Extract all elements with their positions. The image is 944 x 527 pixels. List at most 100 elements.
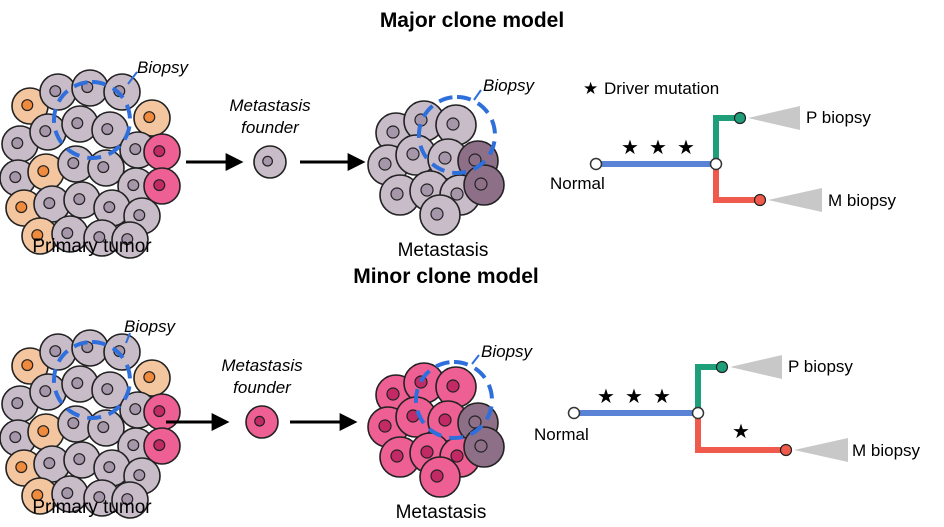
founder-cell [253,145,287,179]
tumor-cell [133,99,171,137]
p-branch-2 [695,364,722,413]
tumor-cell [143,393,181,431]
tumor-cell [39,333,77,371]
tumor-cell [63,441,101,479]
minor-clone-panel: Minor clone model Biopsy Primary tumor M… [0,265,921,523]
normal-node-2 [567,406,581,420]
metastasis-biopsy-pointer-2 [471,354,480,365]
m-branch [713,164,760,203]
tumor-cell [21,477,59,515]
tumor-cell [21,217,59,255]
tumor-cell [143,427,181,465]
tumor-cell [111,221,149,259]
m-biopsy-label-2: M biopsy [852,441,921,460]
metastasis-cell [403,100,445,142]
normal-node [589,157,603,171]
major-clone-panel: Major clone model Biopsy Primary tumor M… [0,9,897,261]
legend-driver-mutation: Driver mutation [604,79,719,98]
metastasis-cell [463,426,505,468]
metastasis-biopsy-circle [416,95,497,175]
metastasis-cell [395,134,437,176]
founder-label-line2-2: founder [233,378,292,397]
primary-tumor-label-2: Primary tumor [32,497,152,518]
p-biopsy-label-2: P biopsy [788,357,853,376]
biopsy-pointer-line [127,71,138,85]
metastasis-cell [435,104,477,146]
tumor-cell [133,359,171,397]
driver-star-icon: ★ [653,386,671,408]
phylo-tree-minor: ★★★★ Normal P biopsy M biopsy [534,355,921,462]
metastasis-biopsy-circle-2 [413,360,494,440]
biopsy-pointer-line-2 [125,332,131,344]
metastasis-founder-cell-2 [245,405,279,439]
p-biopsy-label: P biopsy [806,108,871,127]
tumor-cell [111,481,149,519]
metastasis-cell [435,366,477,408]
p-biopsy-wedge [748,106,800,130]
tumor-cell [103,73,141,111]
tumor-cell [5,449,43,487]
tumor-cell [143,167,181,205]
tumor-cell [83,479,121,517]
primary-biopsy-circle [51,80,132,160]
m-biopsy-wedge [768,188,822,212]
tumor-cell [71,69,109,107]
founder-label-line1-2: Metastasis [221,356,303,375]
metastasis-cluster-2 [367,362,505,498]
tumor-cell [83,219,121,257]
tumor-cell [29,373,67,411]
tumor-cell [117,427,155,465]
metastasis-cell [379,436,421,478]
metastasis-label-2: Metastasis [396,502,487,523]
m-leaf-node [753,193,767,207]
metastasis-cell [419,194,461,236]
primary-biopsy-label-2: Biopsy [124,317,177,336]
driver-star-icon: ★ [677,137,695,159]
founder-label-line2: founder [241,118,300,137]
driver-star-icon: ★ [649,137,667,159]
branch-node-2 [691,406,705,420]
p-branch [713,115,740,164]
tumor-cell [143,133,181,171]
p-biopsy-wedge-2 [730,355,782,379]
metastasis-cluster [367,100,505,236]
metastasis-biopsy-label-2: Biopsy [481,342,534,361]
tumor-cell [57,145,95,183]
metastasis-founder-cell [253,145,287,179]
tumor-cell [93,189,131,227]
minor-clone-title: Minor clone model [353,265,539,288]
trunk-stars: ★★★ [621,137,695,159]
primary-tumor-cluster [0,69,181,259]
phylo-tree-major: ★★★ Normal P biopsy M biopsy [550,106,897,212]
driver-star-icon: ★ [625,386,643,408]
metastasis-biopsy-pointer [473,89,482,101]
m-biopsy-label: M biopsy [828,191,897,210]
major-clone-title: Major clone model [380,9,564,32]
tumor-cell [117,167,155,205]
founder-cell [245,405,279,439]
normal-label-2: Normal [534,425,589,444]
metastasis-cell [403,362,445,404]
p-leaf-node-2 [715,360,729,374]
tumor-cell [29,113,67,151]
tumor-cell [63,181,101,219]
tumor-cell [103,333,141,371]
primary-biopsy-label: Biopsy [137,58,190,77]
m-branch-2 [695,413,786,453]
metastasis-cell [463,164,505,206]
p-leaf-node [733,111,747,125]
primary-biopsy-circle-2 [51,340,132,420]
legend-star-icon: ★ [583,79,598,98]
metastasis-cell [427,400,469,442]
m-leaf-node-2 [779,443,793,457]
branch-node [709,157,723,171]
normal-label: Normal [550,174,605,193]
tumor-cell [71,329,109,367]
founder-label-line1: Metastasis [229,96,311,115]
tumor-cell [39,73,77,111]
metastasis-label: Metastasis [398,240,489,261]
primary-tumor-cluster-2 [0,329,181,519]
m-biopsy-wedge-2 [794,438,848,462]
tumor-cell [61,105,99,143]
